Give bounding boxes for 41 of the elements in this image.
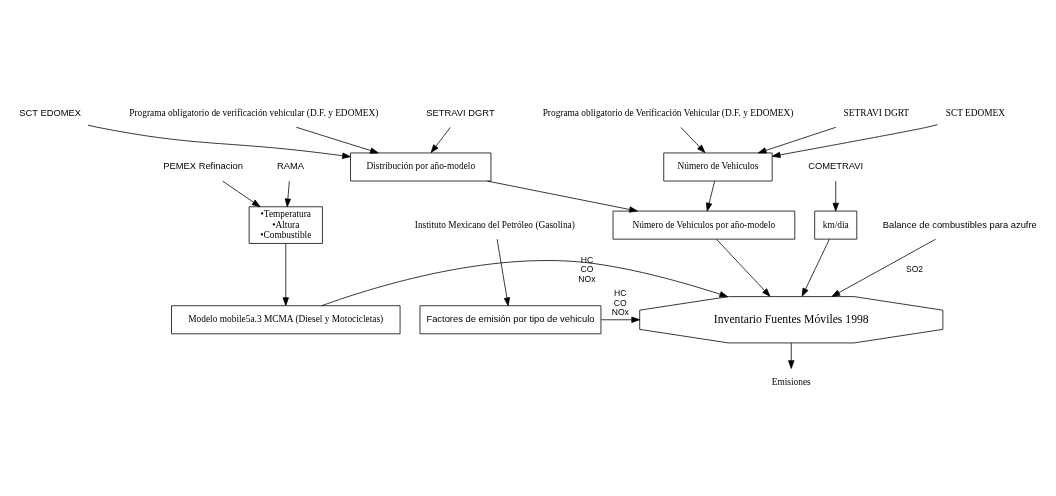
arrow	[716, 238, 771, 297]
arrow	[757, 126, 837, 154]
node-text: RAMA	[276, 161, 304, 172]
node-text: SCT EDOMEX	[19, 107, 82, 118]
arrow	[771, 124, 938, 158]
node-text: Instituto Mexicano del Petróleo (Gasolina)	[414, 219, 575, 230]
arrow	[222, 180, 261, 208]
node-text: SETRAVI DGRT	[843, 107, 910, 118]
node-box: •Temperatura •Altura •Combustible	[248, 206, 323, 244]
node-box: Factores de emisión por tipo de vehiculo	[419, 305, 602, 335]
node-box: Número de Vehiculos	[663, 152, 773, 182]
arrow	[831, 238, 936, 297]
edge-label: HC CO NOx	[611, 288, 629, 317]
node-box: Distribución por año-modelo	[350, 152, 492, 182]
arrow	[801, 238, 830, 297]
arrow	[87, 124, 351, 159]
node-box: Número de Vehiculos por año-modelo	[612, 210, 796, 240]
arrow	[680, 127, 706, 153]
arrow	[295, 126, 379, 154]
arrow	[321, 260, 729, 307]
node-text: Programa obligatorio de Verificación Vehicular (D.F. y EDOMEX)	[542, 107, 794, 118]
edge-label: SO2	[905, 264, 924, 275]
arrow	[496, 238, 510, 307]
node-text: PEMEX Refinacion	[163, 161, 243, 172]
arrow	[600, 316, 640, 323]
node-text: Balance de combustibles para azufre	[882, 219, 1037, 230]
node-text: Emisiones	[771, 377, 811, 388]
arrow	[487, 180, 638, 213]
node-text: SCT EDOMEX	[945, 107, 1006, 118]
node-text: COMETRAVI	[808, 161, 864, 172]
arrow	[832, 180, 839, 212]
node-text: Programa obligatorio de verificación vehicular (D.F. y EDOMEX)	[129, 107, 379, 118]
node-box: Modelo mobile5a.3 MCMA (Diesel y Motocicletas)	[171, 305, 401, 335]
node-box: km/dia	[814, 210, 858, 240]
arrow	[788, 342, 795, 369]
arrow	[706, 180, 715, 212]
edge-label: HC CO NOx	[578, 254, 596, 284]
arrow	[284, 180, 291, 208]
arrow	[282, 243, 289, 306]
arrow	[430, 127, 451, 153]
node-text: SETRAVI DGRT	[426, 107, 495, 118]
